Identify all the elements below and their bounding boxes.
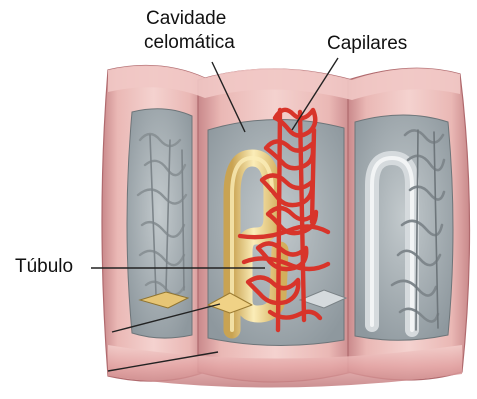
- coelomic-cavity-label-line1: Cavidade: [146, 8, 226, 30]
- coelomic-cavity-label-line2: celomática: [144, 32, 235, 54]
- tubule-label: Túbulo: [15, 256, 73, 278]
- capillaries-label: Capilares: [327, 33, 407, 55]
